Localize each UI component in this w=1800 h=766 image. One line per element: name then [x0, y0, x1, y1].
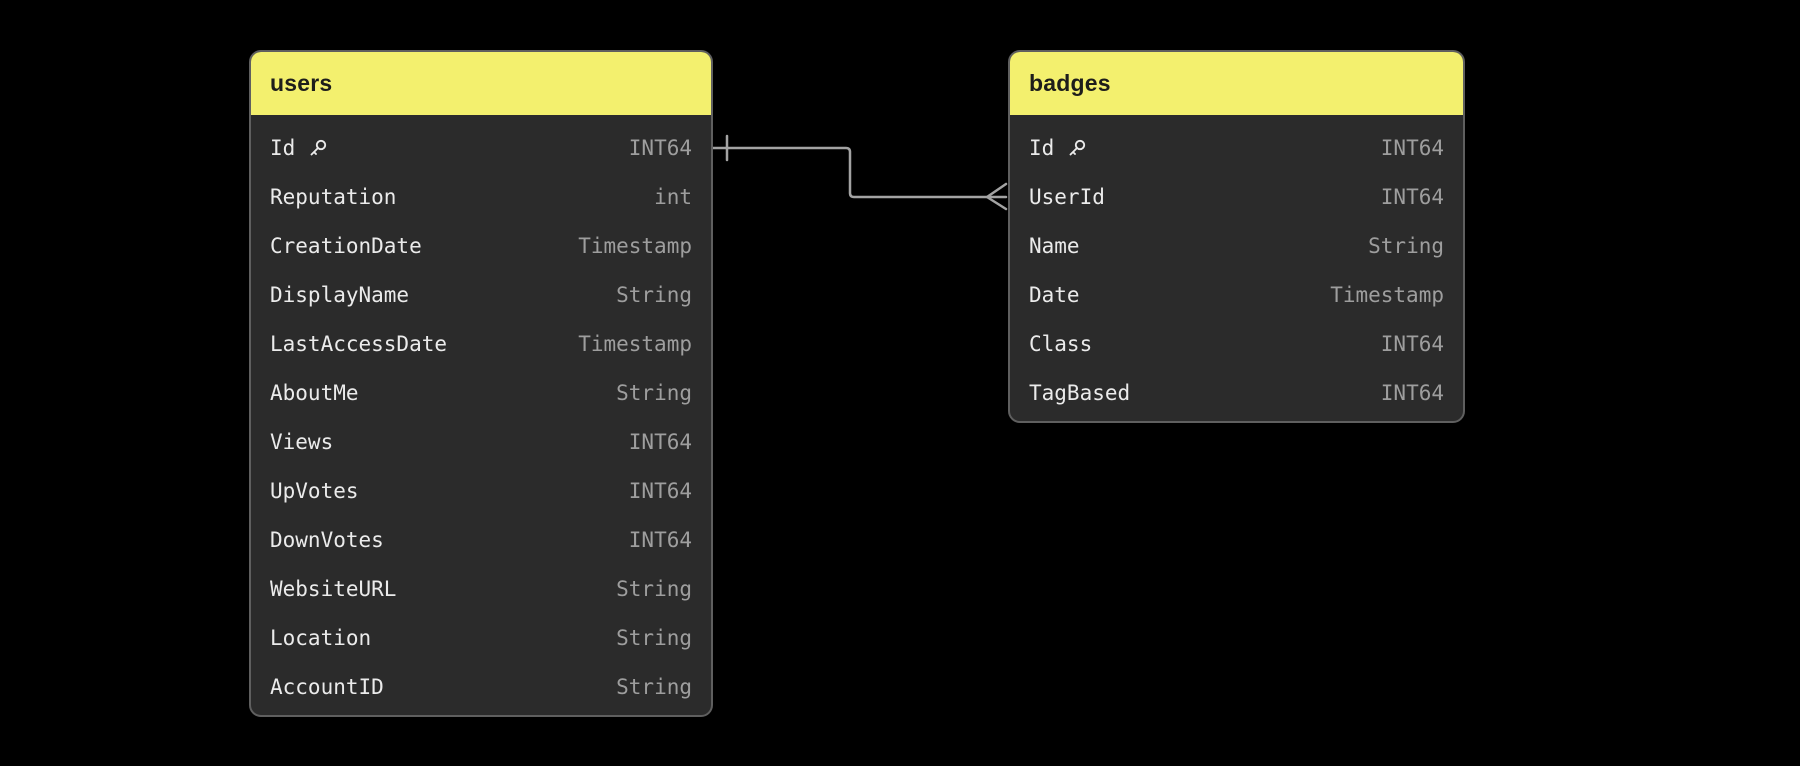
- field-row-users-creationdate[interactable]: CreationDate Timestamp: [270, 233, 692, 258]
- table-badges-fields: Id INT64 UserId INT64 Name String: [1010, 115, 1463, 421]
- field-row-users-upvotes[interactable]: UpVotes INT64: [270, 478, 692, 503]
- field-row-badges-class[interactable]: Class INT64: [1029, 331, 1444, 356]
- field-row-users-id[interactable]: Id INT64: [270, 135, 692, 160]
- field-row-users-location[interactable]: Location String: [270, 625, 692, 650]
- field-row-badges-userid[interactable]: UserId INT64: [1029, 184, 1444, 209]
- primary-key-icon: [307, 137, 329, 159]
- table-badges[interactable]: badges Id INT64 UserId INT64: [1008, 50, 1465, 423]
- table-badges-title: badges: [1029, 70, 1111, 96]
- field-row-users-downvotes[interactable]: DownVotes INT64: [270, 527, 692, 552]
- field-row-users-lastaccessdate[interactable]: LastAccessDate Timestamp: [270, 331, 692, 356]
- field-row-badges-id[interactable]: Id INT64: [1029, 135, 1444, 160]
- table-users-header[interactable]: users: [251, 52, 711, 115]
- table-badges-header[interactable]: badges: [1010, 52, 1463, 115]
- field-row-users-websiteurl[interactable]: WebsiteURL String: [270, 576, 692, 601]
- table-users-fields: Id INT64 Reputation int CreationDate Tim…: [251, 115, 711, 715]
- table-users-title: users: [270, 70, 333, 96]
- field-row-users-displayname[interactable]: DisplayName String: [270, 282, 692, 307]
- relationship-users-id-badges-userid[interactable]: [711, 134, 1008, 211]
- field-row-users-reputation[interactable]: Reputation int: [270, 184, 692, 209]
- field-row-badges-date[interactable]: Date Timestamp: [1029, 282, 1444, 307]
- field-row-badges-name[interactable]: Name String: [1029, 233, 1444, 258]
- table-users[interactable]: users Id INT64 Reputation int: [249, 50, 713, 717]
- cardinality-many-crowfoot-marker: [985, 182, 1008, 211]
- primary-key-icon: [1066, 137, 1088, 159]
- field-row-users-aboutme[interactable]: AboutMe String: [270, 380, 692, 405]
- field-row-badges-tagbased[interactable]: TagBased INT64: [1029, 380, 1444, 405]
- field-row-users-views[interactable]: Views INT64: [270, 429, 692, 454]
- relationship-line[interactable]: [711, 146, 1008, 199]
- field-row-users-accountid[interactable]: AccountID String: [270, 674, 692, 699]
